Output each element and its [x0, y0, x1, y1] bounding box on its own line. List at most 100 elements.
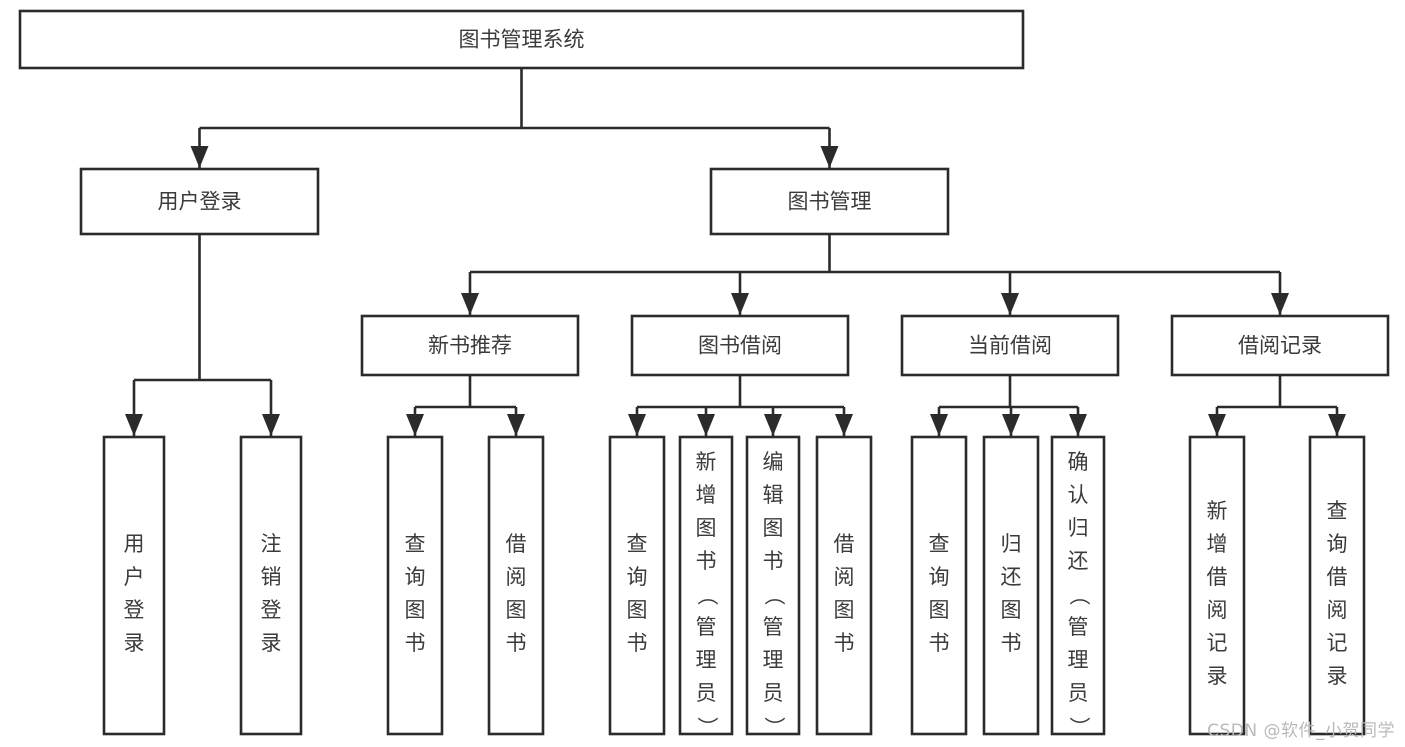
node-label-leaf-confirm-return-char-3: 还	[1068, 549, 1089, 573]
node-label-leaf-borrow-book-1-char-3: 书	[506, 631, 527, 655]
node-new-book-rec[interactable]: 新书推荐	[360, 314, 580, 377]
node-label-leaf-add-book-char-1: 增	[696, 483, 717, 507]
node-box-leaf-query-book-2	[608, 435, 666, 736]
node-borrow-record[interactable]: 借阅记录	[1170, 314, 1390, 377]
node-leaf-user-login[interactable]: 用户登录	[102, 435, 166, 736]
node-label-leaf-query-book-1-char-2: 图	[405, 598, 426, 622]
node-label-leaf-edit-book-char-1: 辑	[763, 483, 784, 507]
node-label-leaf-user-login-char-2: 登	[124, 598, 145, 622]
node-label-leaf-add-book-char-5: 管	[696, 615, 717, 639]
node-label-leaf-edit-book-char-4: （	[762, 585, 786, 606]
node-box-book-manage	[709, 167, 950, 236]
node-root[interactable]: 图书管理系统	[18, 9, 1025, 70]
node-box-leaf-add-book	[678, 435, 734, 736]
node-label-leaf-borrow-book-1-char-0: 借	[506, 532, 527, 556]
node-label-leaf-add-record-char-4: 记	[1207, 631, 1228, 655]
node-box-borrow-record	[1170, 314, 1390, 377]
node-label-leaf-add-book-char-4: （	[695, 585, 719, 606]
node-label-leaf-edit-book-char-3: 书	[763, 549, 784, 573]
node-label-leaf-confirm-return-char-0: 确	[1068, 450, 1089, 474]
user-login-to-leaves-arrow-leaf-logout-login	[262, 414, 280, 436]
node-label-leaf-query-book-3-char-0: 查	[929, 532, 950, 556]
book-borrow-to-leaves-arrow-leaf-borrow-book-2	[835, 414, 853, 436]
node-label-borrow-record: 借阅记录	[1238, 334, 1322, 358]
book-borrow-to-leaves-arrow-leaf-query-book-2	[628, 414, 646, 436]
new-book-rec-to-leaves-arrow-leaf-borrow-book-1	[507, 414, 525, 436]
node-label-leaf-query-record-char-5: 录	[1327, 664, 1348, 688]
current-borrow-to-leaves-arrow-leaf-return-book	[1002, 414, 1020, 436]
node-label-leaf-user-login-char-1: 户	[124, 565, 145, 589]
node-label-leaf-edit-book-char-2: 图	[763, 516, 784, 540]
node-label-leaf-add-record-char-2: 借	[1207, 565, 1228, 589]
node-label-leaf-query-book-1-char-1: 询	[405, 565, 426, 589]
node-box-leaf-add-record	[1188, 435, 1246, 736]
node-label-root: 图书管理系统	[459, 28, 585, 52]
node-label-leaf-borrow-book-2-char-3: 书	[834, 631, 855, 655]
node-book-manage[interactable]: 图书管理	[709, 167, 950, 236]
node-box-user-login	[79, 167, 320, 236]
node-label-leaf-edit-book-char-0: 编	[763, 450, 784, 474]
node-box-leaf-query-record	[1308, 435, 1366, 736]
connectors-group	[125, 68, 1346, 436]
node-box-leaf-edit-book	[745, 435, 801, 736]
borrow-record-to-leaves-arrow-leaf-add-record	[1208, 414, 1226, 436]
node-label-leaf-add-book-char-3: 书	[696, 549, 717, 573]
node-label-leaf-borrow-book-1-char-1: 阅	[506, 565, 527, 589]
node-label-leaf-query-book-3-char-1: 询	[929, 565, 950, 589]
node-label-leaf-logout-login-char-3: 录	[261, 631, 282, 655]
node-label-leaf-add-book-char-6: 理	[696, 648, 717, 672]
node-label-leaf-add-book-char-7: 员	[696, 681, 717, 705]
node-book-borrow[interactable]: 图书借阅	[630, 314, 850, 377]
node-label-leaf-borrow-book-1-char-2: 图	[506, 598, 527, 622]
node-label-leaf-confirm-return-char-1: 认	[1068, 483, 1089, 507]
node-box-book-borrow	[630, 314, 850, 377]
node-label-leaf-query-book-2-char-1: 询	[627, 565, 648, 589]
node-label-leaf-logout-login-char-2: 登	[261, 598, 282, 622]
node-label-leaf-user-login-char-3: 录	[124, 631, 145, 655]
node-box-leaf-logout-login	[239, 435, 303, 736]
node-box-leaf-user-login	[102, 435, 166, 736]
borrow-record-to-leaves-arrow-leaf-query-record	[1328, 414, 1346, 436]
node-label-leaf-logout-login-char-0: 注	[261, 532, 282, 556]
node-label-leaf-query-book-1-char-3: 书	[405, 631, 426, 655]
node-label-leaf-query-record-char-2: 借	[1327, 565, 1348, 589]
node-label-leaf-user-login-char-0: 用	[124, 532, 145, 556]
node-label-leaf-logout-login-char-1: 销	[261, 565, 282, 589]
node-label-leaf-return-book-char-1: 还	[1001, 565, 1022, 589]
node-current-borrow[interactable]: 当前借阅	[900, 314, 1120, 377]
node-label-leaf-add-record-char-0: 新	[1207, 499, 1228, 523]
node-label-leaf-query-record-char-0: 查	[1327, 499, 1348, 523]
current-borrow-to-leaves-arrow-leaf-query-book-3	[930, 414, 948, 436]
node-box-leaf-query-book-3	[910, 435, 968, 736]
node-label-book-manage: 图书管理	[788, 190, 872, 214]
bookmanage-to-level2-arrow-current-borrow	[1001, 293, 1019, 315]
node-user-login[interactable]: 用户登录	[79, 167, 320, 236]
node-label-leaf-add-book-char-2: 图	[696, 516, 717, 540]
bookmanage-to-level2-arrow-new-book-rec	[461, 293, 479, 315]
node-label-leaf-confirm-return-char-8: ）	[1067, 717, 1091, 738]
node-label-user-login: 用户登录	[158, 190, 242, 214]
node-label-leaf-query-book-2-char-3: 书	[627, 631, 648, 655]
node-label-leaf-add-book-char-0: 新	[696, 450, 717, 474]
node-box-root	[18, 9, 1025, 70]
node-label-leaf-confirm-return-char-6: 理	[1068, 648, 1089, 672]
node-box-leaf-borrow-book-2	[815, 435, 873, 736]
book-borrow-to-leaves-arrow-leaf-add-book	[697, 414, 715, 436]
node-label-leaf-query-record-char-1: 询	[1327, 532, 1348, 556]
node-label-leaf-borrow-book-2-char-1: 阅	[834, 565, 855, 589]
node-label-leaf-borrow-book-2-char-0: 借	[834, 532, 855, 556]
node-label-leaf-borrow-book-2-char-2: 图	[834, 598, 855, 622]
